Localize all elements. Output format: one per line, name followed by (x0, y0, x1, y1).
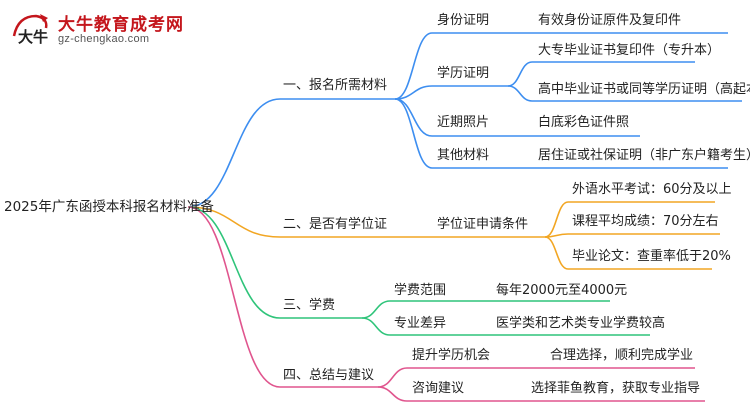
branch-3-item-2: 专业差异 (394, 316, 447, 331)
branch-4-item-2-detail-1: 选择菲鱼教育，获取专业指导 (531, 381, 701, 396)
branch-2-item-1-detail-3: 毕业论文：查重率低于20% (572, 249, 731, 264)
branch-2-item-1-detail-1-link (544, 201, 569, 238)
branch-4-item-2-link (377, 386, 408, 402)
logo-name: 大牛教育成考网 (58, 15, 184, 35)
branch-2-item-1-detail-3-link (544, 236, 569, 270)
branch-3-item-1: 学费范围 (394, 283, 447, 298)
branch-1-item-2-detail-2: 高中毕业证书或同等学历证明（高起本） (538, 82, 750, 97)
branch-1-label: 一、报名所需材料 (283, 78, 388, 93)
branch-1-item-2-detail-1: 大专毕业证书复印件（专升本） (538, 43, 721, 58)
branch-3-item-1-detail-1: 每年2000元至4000元 (496, 283, 628, 298)
branch-3-label: 三、学费 (283, 298, 336, 313)
branch-1-item-1-link (394, 32, 433, 100)
branch-1-item-3: 近期照片 (437, 115, 490, 130)
branch-1-item-1-detail-1: 有效身份证原件及复印件 (538, 13, 682, 28)
branch-1-item-4-detail-1: 居住证或社保证明（非广东户籍考生） (538, 148, 750, 163)
branch-1-item-1: 身份证明 (437, 13, 490, 28)
branch-4-item-1-link (377, 367, 408, 388)
logo-mark-icon: 大牛 (12, 14, 48, 46)
root-branch-1-link (187, 98, 281, 208)
branch-3-item-1-link (361, 300, 391, 319)
branch-3-item-2-link (361, 317, 391, 336)
branch-1-item-4: 其他材料 (437, 148, 490, 163)
branch-2-item-1: 学位证申请条件 (437, 217, 529, 232)
site-logo[interactable]: 大牛 大牛教育成考网 gz-chengkao.com (6, 6, 183, 52)
branch-4-item-1-detail-1: 合理选择，顺利完成学业 (550, 348, 694, 363)
branch-1-item-2: 学历证明 (437, 66, 490, 81)
branch-1-item-2-detail-1-link (507, 61, 533, 87)
branch-1-item-2-detail-2-link (507, 85, 533, 102)
root-branch-2-link (187, 206, 281, 238)
logo-mark-text: 大牛 (18, 28, 48, 46)
branch-3-item-2-detail-1: 医学类和艺术类专业学费较高 (496, 316, 666, 331)
logo-url: gz-chengkao.com (58, 33, 150, 45)
branch-1-item-4-link (394, 98, 433, 169)
root-branch-4-link (187, 206, 281, 388)
branch-1-item-3-detail-1: 白底彩色证件照 (538, 115, 630, 130)
branch-4-item-2: 咨询建议 (412, 381, 465, 396)
branch-2-item-1-detail-1: 外语水平考试：60分及以上 (572, 182, 732, 197)
branch-1-item-2-link (394, 85, 433, 100)
branch-4-item-1: 提升学历机会 (412, 348, 491, 363)
branch-2-item-1-detail-2: 课程平均成绩：70分左右 (572, 214, 719, 229)
root-branch-3-link (187, 206, 281, 319)
branch-2-label: 二、是否有学位证 (283, 217, 388, 232)
root-node: 2025年广东函授本科报名材料准备 (4, 199, 214, 215)
branch-4-label: 四、总结与建议 (283, 368, 375, 383)
